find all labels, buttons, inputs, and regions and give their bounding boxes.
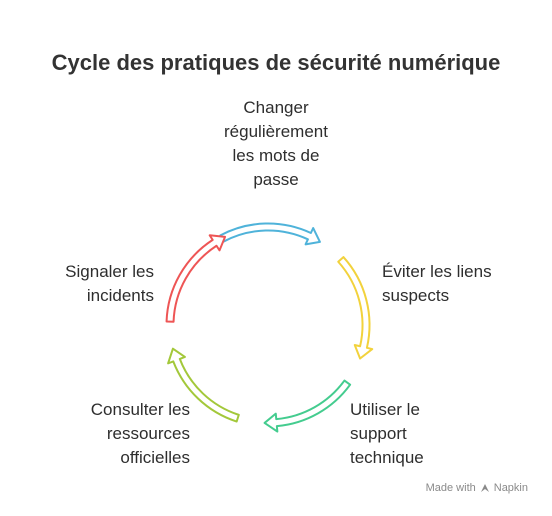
arrow-report-incidents [165, 234, 227, 323]
footer-credit: Made with Napkin [426, 482, 528, 494]
arrow-avoid-links [337, 256, 374, 360]
step-avoid-links: Éviter les liens suspects [382, 262, 492, 305]
diagram-title: Cycle des pratiques de sécurité numériqu… [51, 50, 501, 75]
napkin-logo-icon [480, 484, 489, 492]
arrow-tech-support [263, 379, 352, 433]
brand-name: Napkin [493, 482, 528, 494]
made-with-text: Made with [425, 482, 476, 494]
step-change-passwords: Changer régulièrement les mots de passe [224, 98, 328, 189]
arrow-change-passwords [219, 222, 321, 246]
step-tech-support: Utiliser le support technique [350, 400, 424, 467]
step-report-incidents: Signaler les incidents [65, 262, 154, 305]
step-official-resources: Consulter les ressources officielles [90, 400, 190, 467]
arrow-official-resources [167, 347, 240, 423]
